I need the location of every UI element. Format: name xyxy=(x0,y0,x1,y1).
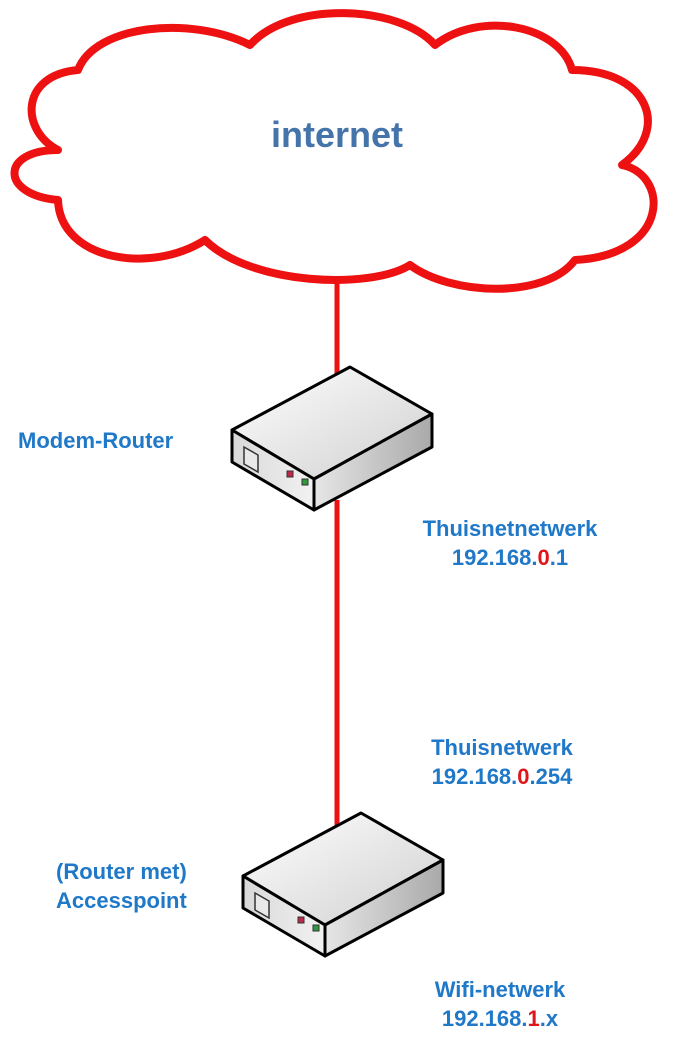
internet-cloud xyxy=(10,9,658,293)
network-label-wifi: Wifi-netwerk 192.168.1.x xyxy=(400,975,600,1033)
ip-suffix: .254 xyxy=(529,764,573,789)
ip-prefix: 192.168. xyxy=(451,545,538,570)
network-ip: 192.168.0.1 xyxy=(380,543,640,572)
modem-router-icon[interactable] xyxy=(230,365,434,512)
accesspoint-label-line1: (Router met) xyxy=(56,859,187,884)
accesspoint-icon[interactable] xyxy=(241,811,445,958)
network-label-thuisnetnetwerk: Thuisnetnetwerk 192.168.0.1 xyxy=(380,514,640,572)
ip-highlight: 0 xyxy=(537,545,550,570)
network-label-thuisnetwerk: Thuisnetwerk 192.168.0.254 xyxy=(400,733,604,791)
internet-label: internet xyxy=(270,114,403,155)
network-name: Thuisnetwerk xyxy=(431,735,573,760)
network-name: Thuisnetnetwerk xyxy=(422,516,598,541)
ip-highlight: 1 xyxy=(527,1006,540,1031)
ip-prefix: 192.168. xyxy=(441,1006,528,1031)
accesspoint-label: (Router met) Accesspoint xyxy=(56,857,187,915)
ip-suffix: .1 xyxy=(549,545,569,570)
network-ip: 192.168.0.254 xyxy=(400,762,604,791)
ip-prefix: 192.168. xyxy=(431,764,518,789)
network-name: Wifi-netwerk xyxy=(434,977,566,1002)
network-ip: 192.168.1.x xyxy=(400,1004,600,1033)
ip-highlight: 0 xyxy=(517,764,530,789)
modem-router-label: Modem-Router xyxy=(18,428,174,453)
accesspoint-label-line2: Accesspoint xyxy=(56,888,187,913)
ip-suffix: .x xyxy=(539,1006,559,1031)
